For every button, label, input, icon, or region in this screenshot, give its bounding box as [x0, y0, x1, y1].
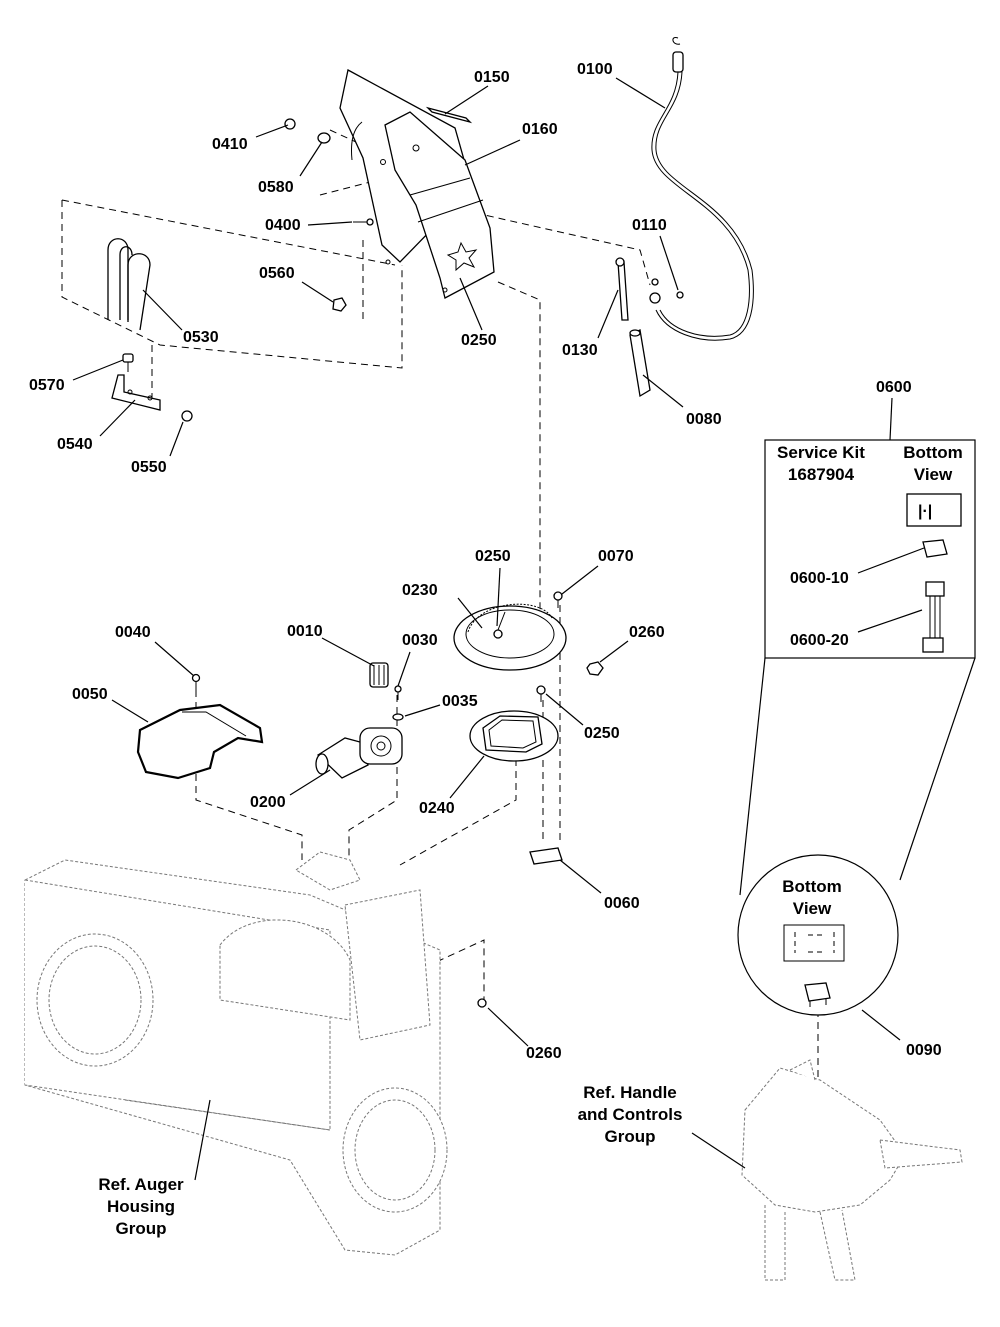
- leader-lines: [72, 77, 925, 1181]
- label-0600-10: 0600-10: [790, 570, 849, 587]
- label-0540: 0540: [57, 436, 93, 453]
- kit-bottom-view-label: Bottom: [903, 443, 962, 462]
- label-0130: 0130: [562, 342, 598, 359]
- inset-bottom-view-label-2: View: [793, 899, 832, 918]
- label-0600-20: 0600-20: [790, 632, 849, 649]
- ref-handle-line1: Ref. Handle: [583, 1083, 677, 1102]
- cable-0100: [649, 36, 754, 341]
- screw-0030: [394, 685, 402, 700]
- label-0530: 0530: [183, 329, 219, 346]
- plate-0240: [469, 710, 559, 762]
- label-0410: 0410: [212, 136, 248, 153]
- handle-controls: [741, 1059, 963, 1281]
- nut-0260-lower: [477, 998, 487, 1008]
- service-kit-title: Service Kit: [777, 443, 865, 462]
- label-0260-upper: 0260: [629, 624, 665, 641]
- label-0260-lower: 0260: [526, 1045, 562, 1062]
- label-0550: 0550: [131, 459, 167, 476]
- ref-handle-controls: Ref. Handle and Controls Group: [578, 1083, 683, 1146]
- ref-auger-line3: Group: [116, 1219, 167, 1238]
- bolt-0250-lower: [536, 685, 546, 702]
- label-0080: 0080: [686, 411, 722, 428]
- kit-bottom-view-label-2: View: [914, 465, 953, 484]
- label-0060: 0060: [604, 895, 640, 912]
- inset-bottom-view-label: Bottom: [782, 877, 841, 896]
- label-0010: 0010: [287, 623, 323, 640]
- bolt-0040: [191, 673, 201, 690]
- label-0200: 0200: [250, 794, 286, 811]
- part-labels: 0150 0100 0160 0410 0580 0400 0110 0560 …: [29, 61, 942, 1062]
- handle-0530: [107, 238, 151, 331]
- label-0110: 0110: [632, 217, 667, 234]
- label-0040: 0040: [115, 624, 151, 641]
- ref-auger-housing: Ref. Auger Housing Group: [98, 1175, 184, 1238]
- label-0400: 0400: [265, 217, 301, 234]
- washer-0035: [392, 713, 404, 721]
- rod-0130: [615, 257, 629, 321]
- chute-deflector-0150: [425, 106, 473, 124]
- label-0160: 0160: [522, 121, 558, 138]
- gear-0010: [369, 662, 389, 688]
- switch-0060: [529, 847, 563, 865]
- label-0240: 0240: [419, 800, 455, 817]
- label-0560: 0560: [259, 265, 295, 282]
- inset-connector-right: [899, 657, 976, 881]
- bracket-0540: [111, 374, 161, 411]
- label-0150: 0150: [474, 69, 510, 86]
- nut-0550: [181, 410, 193, 422]
- label-0580: 0580: [258, 179, 294, 196]
- motor-0200: [315, 727, 403, 779]
- label-0600: 0600: [876, 379, 912, 396]
- label-0250-top: 0250: [461, 332, 497, 349]
- discharge-chute: [339, 69, 495, 299]
- service-kit-number: 1687904: [788, 465, 855, 484]
- inset-connector-left: [739, 657, 766, 896]
- label-0570: 0570: [29, 377, 65, 394]
- svg-text:|·|: |·|: [918, 503, 932, 520]
- nut-0260-upper: [586, 661, 604, 676]
- label-0050: 0050: [72, 686, 108, 703]
- ref-auger-line2: Housing: [107, 1197, 175, 1216]
- label-0250-low: 0250: [584, 725, 620, 742]
- service-kit-text: Service Kit 1687904 Bottom View: [777, 443, 963, 484]
- sleeve-0080: [629, 329, 651, 398]
- ref-handle-line3: Group: [605, 1127, 656, 1146]
- label-0035: 0035: [442, 693, 478, 710]
- label-0100: 0100: [577, 61, 613, 78]
- label-0070: 0070: [598, 548, 634, 565]
- small-hardware-top: [284, 118, 684, 312]
- label-0230: 0230: [402, 582, 438, 599]
- screw-0570: [122, 353, 134, 372]
- auger-housing: [24, 851, 448, 1256]
- inset-text: Bottom View: [782, 877, 841, 918]
- inset-circle-0090: [737, 854, 899, 1016]
- label-0030: 0030: [402, 632, 438, 649]
- ring-gear-0230: [453, 603, 567, 671]
- ref-handle-line2: and Controls: [578, 1105, 683, 1124]
- label-0090: 0090: [906, 1042, 942, 1059]
- bolt-0070: [553, 591, 563, 608]
- ref-auger-line1: Ref. Auger: [98, 1175, 184, 1194]
- cover-0050: [136, 703, 264, 780]
- label-0250-mid: 0250: [475, 548, 511, 565]
- service-kit-box: |·|: [764, 439, 976, 659]
